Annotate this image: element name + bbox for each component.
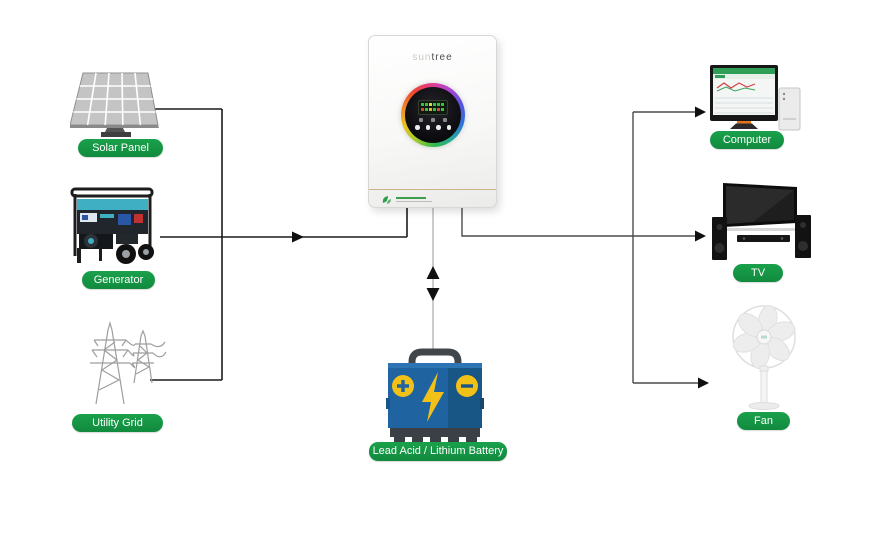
fan-label: Fan: [737, 412, 790, 430]
tv-arrow: [695, 230, 706, 242]
inverter-display-ring: [401, 83, 465, 147]
logo-text-bars: [396, 196, 432, 203]
battery-arrow-down: [426, 288, 440, 301]
inverter-lcd-screen: [418, 100, 448, 115]
tv-icon: [712, 183, 811, 260]
computer-icon: [710, 65, 801, 131]
generator-label: Generator: [82, 271, 155, 289]
inverter-buttons: [415, 125, 451, 130]
inverter-logo: [381, 194, 432, 205]
inverter-gold-trim: [369, 189, 496, 190]
fan-arrow: [698, 377, 709, 389]
inverter-brand: suntree: [412, 52, 453, 63]
computer-arrow: [695, 106, 706, 118]
battery-label: Lead Acid / Lithium Battery: [369, 442, 507, 461]
utility-grid-label: Utility Grid: [72, 414, 163, 432]
inverter: suntree: [368, 35, 497, 208]
inverter-display-face: [405, 87, 461, 143]
solar-panel-label: Solar Panel: [78, 139, 163, 157]
tv-label: TV: [733, 264, 783, 282]
solar-panel-icon: [70, 72, 159, 137]
battery-icon: [386, 348, 484, 443]
battery-arrow-up: [426, 266, 440, 279]
input-bus-lines: [150, 108, 408, 381]
utility-grid-icon: [90, 320, 167, 405]
fan-icon: [732, 305, 796, 410]
input-arrow: [292, 231, 304, 243]
leaf-logo-icon: [382, 196, 391, 204]
computer-label: Computer: [710, 131, 784, 149]
output-bus-lines: [461, 111, 698, 384]
generator-icon: [70, 187, 154, 264]
inverter-indicator-icons: [419, 118, 447, 122]
